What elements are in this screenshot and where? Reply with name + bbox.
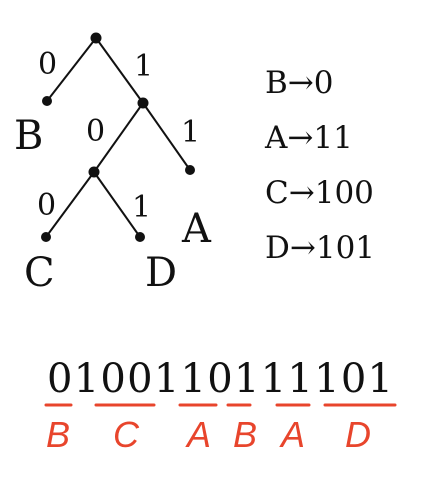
leaf-label-b: B [14, 113, 43, 159]
edge-n2-left [45, 171, 95, 238]
code-symbol: D [265, 230, 290, 266]
edge-label-n2-left: 0 [37, 188, 56, 223]
node-internal-2 [88, 166, 100, 178]
code-row: C→100 [265, 175, 374, 211]
decoded-letter: A [185, 414, 211, 455]
edge-labels: 0 1 0 1 0 1 [37, 47, 200, 225]
edge-label-n2-right: 1 [132, 190, 151, 225]
leaf-label-d: D [145, 250, 177, 296]
edge-label-n1-left: 0 [86, 114, 105, 149]
edge-label-root-right: 1 [134, 49, 153, 84]
decoded-letter: D [345, 414, 371, 455]
node-internal-1 [137, 97, 149, 109]
code-value: 100 [315, 175, 374, 211]
edge-n1-right [142, 102, 191, 171]
arrow-icon: → [290, 230, 316, 266]
code-row: A→11 [264, 120, 353, 156]
code-value: 101 [316, 230, 375, 266]
code-value: 0 [314, 65, 334, 101]
edge-label-root-left: 0 [38, 47, 57, 82]
code-table: B→0 A→11 C→100 D→101 [264, 65, 375, 266]
tree-edges [45, 37, 191, 238]
arrow-icon: → [289, 175, 315, 211]
tree-nodes [41, 32, 195, 242]
code-symbol: C [265, 175, 289, 211]
node-leaf-a [185, 165, 195, 175]
edge-n2-right [93, 171, 141, 238]
decoded-letter: A [279, 414, 305, 455]
arrow-icon: → [287, 120, 313, 156]
code-symbol: A [264, 120, 288, 156]
code-row: D→101 [265, 230, 375, 266]
leaf-label-c: C [24, 250, 55, 296]
decoded-letters: B C A B A D [46, 414, 371, 455]
node-leaf-c [41, 232, 51, 242]
code-value: 11 [313, 120, 352, 156]
decoded-letter: B [46, 414, 70, 455]
edge-n1-left [93, 102, 144, 173]
node-root [90, 32, 102, 44]
code-row: B→0 [265, 65, 334, 101]
edge-label-n1-right: 1 [181, 115, 200, 150]
node-leaf-d [135, 232, 145, 242]
edge-root-right [95, 37, 144, 104]
edge-root-left [46, 37, 97, 102]
leaf-labels: B A C D [14, 113, 212, 296]
node-leaf-b [42, 96, 52, 106]
code-symbol: B [265, 65, 288, 101]
arrow-icon: → [288, 65, 314, 101]
decoded-letter: B [233, 414, 257, 455]
encoded-bits: 0100110111101 [47, 356, 393, 402]
decoded-letter: C [113, 414, 140, 455]
leaf-label-a: A [181, 206, 212, 252]
